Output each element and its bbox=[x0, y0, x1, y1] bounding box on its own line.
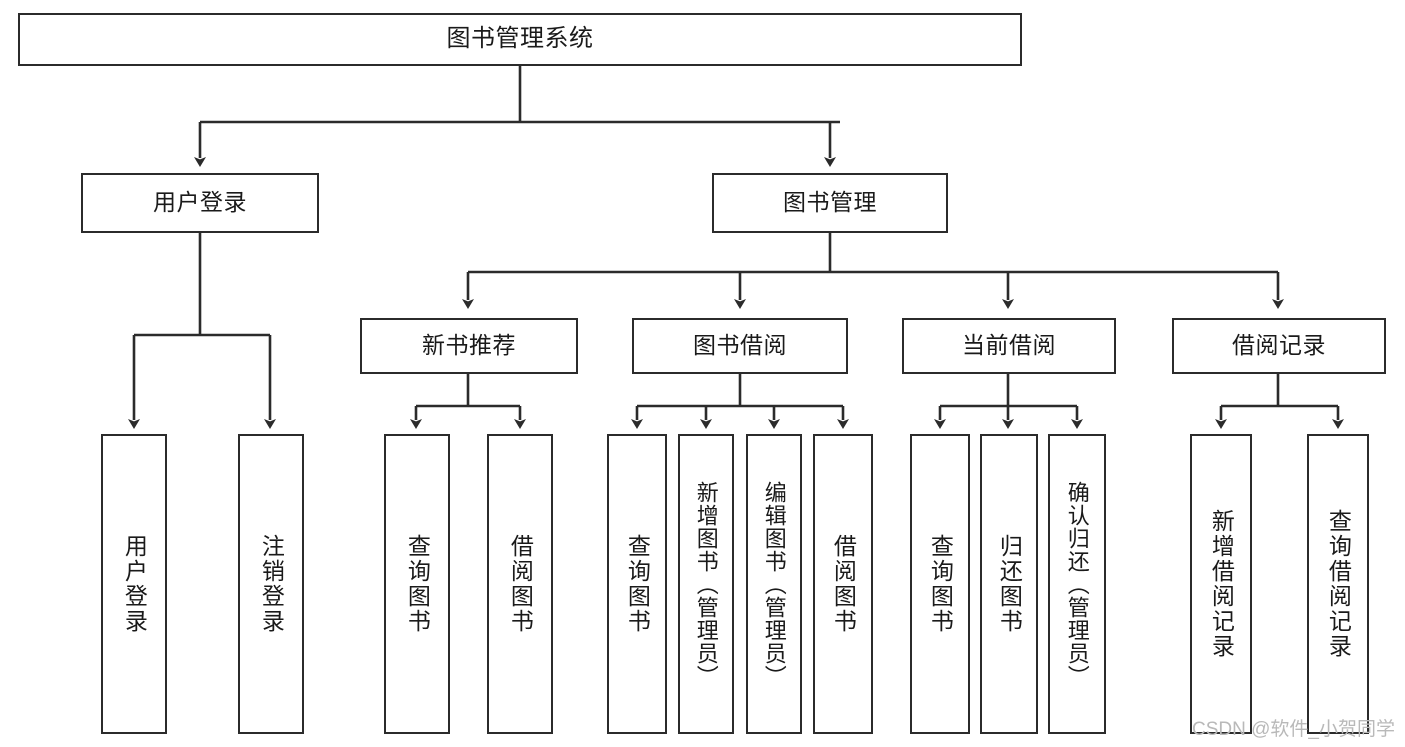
leaf-query-borrow-record[interactable]: 查询借阅记录 bbox=[1307, 434, 1369, 734]
node-label: 归还图书 bbox=[996, 534, 1023, 634]
node-label: 用户登录 bbox=[121, 534, 148, 634]
node-label: 编辑图书（管理员） bbox=[761, 480, 787, 688]
node-label: 新增图书（管理员） bbox=[693, 480, 719, 688]
node-label: 查询图书 bbox=[624, 534, 651, 634]
node-label: 图书管理 bbox=[783, 189, 877, 216]
node-label: 当前借阅 bbox=[962, 332, 1056, 359]
node-root-book-management-system[interactable]: 图书管理系统 bbox=[18, 13, 1022, 66]
node-label: 新书推荐 bbox=[422, 332, 516, 359]
node-label: 借阅图书 bbox=[830, 534, 857, 634]
node-user-login[interactable]: 用户登录 bbox=[81, 173, 319, 233]
leaf-query-books-current[interactable]: 查询图书 bbox=[910, 434, 970, 734]
leaf-borrow-books-new-recommendation[interactable]: 借阅图书 bbox=[487, 434, 553, 734]
node-label: 查询借阅记录 bbox=[1325, 509, 1352, 659]
leaf-query-books-new-recommendation[interactable]: 查询图书 bbox=[384, 434, 450, 734]
node-label: 借阅记录 bbox=[1232, 332, 1326, 359]
node-label: 借阅图书 bbox=[507, 534, 534, 634]
node-current-borrowing[interactable]: 当前借阅 bbox=[902, 318, 1116, 374]
watermark-text: CSDN @软件_小贺同学 bbox=[1192, 719, 1395, 740]
node-label: 图书管理系统 bbox=[446, 25, 594, 53]
node-label: 用户登录 bbox=[153, 189, 247, 216]
node-book-borrowing[interactable]: 图书借阅 bbox=[632, 318, 848, 374]
node-new-book-recommendation[interactable]: 新书推荐 bbox=[360, 318, 578, 374]
node-label: 查询图书 bbox=[404, 534, 431, 634]
node-label: 图书借阅 bbox=[693, 332, 787, 359]
leaf-borrow-books-borrowing[interactable]: 借阅图书 bbox=[813, 434, 873, 734]
leaf-edit-book-admin[interactable]: 编辑图书（管理员） bbox=[746, 434, 802, 734]
leaf-confirm-return-admin[interactable]: 确认归还（管理员） bbox=[1048, 434, 1106, 734]
node-label: 确认归还（管理员） bbox=[1064, 480, 1090, 688]
node-label: 新增借阅记录 bbox=[1208, 509, 1235, 659]
node-label: 注销登录 bbox=[258, 534, 285, 634]
node-book-management[interactable]: 图书管理 bbox=[712, 173, 948, 233]
leaf-add-borrow-record[interactable]: 新增借阅记录 bbox=[1190, 434, 1252, 734]
leaf-user-login[interactable]: 用户登录 bbox=[101, 434, 167, 734]
leaf-add-book-admin[interactable]: 新增图书（管理员） bbox=[678, 434, 734, 734]
leaf-logout[interactable]: 注销登录 bbox=[238, 434, 304, 734]
node-label: 查询图书 bbox=[927, 534, 954, 634]
leaf-query-books-borrowing[interactable]: 查询图书 bbox=[607, 434, 667, 734]
node-borrow-records[interactable]: 借阅记录 bbox=[1172, 318, 1386, 374]
leaf-return-books[interactable]: 归还图书 bbox=[980, 434, 1038, 734]
